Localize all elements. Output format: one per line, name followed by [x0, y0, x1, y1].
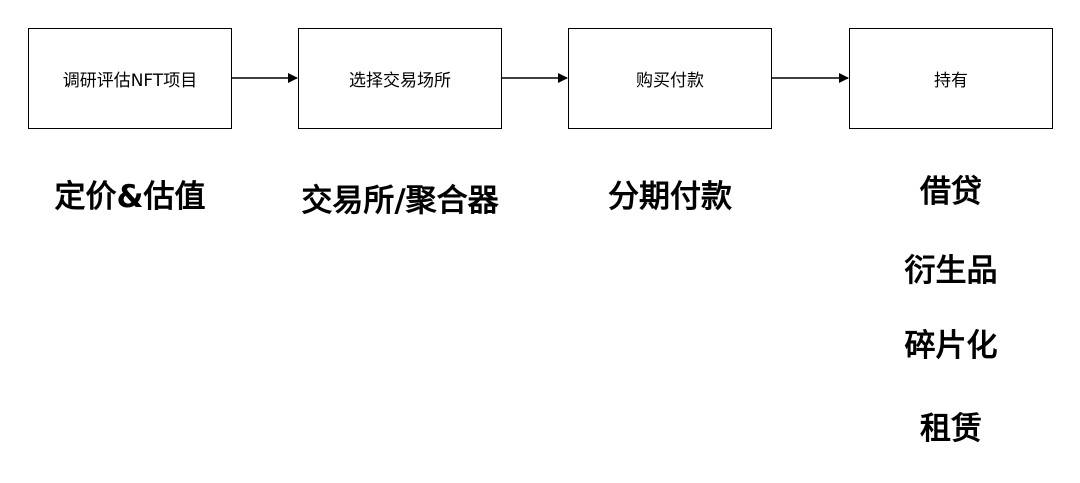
- step-label-choose-venue: 选择交易场所: [349, 71, 451, 91]
- step-box-choose-venue: 选择交易场所: [298, 28, 502, 129]
- step-label-hold: 持有: [934, 71, 968, 91]
- annotation-exchange-aggregator: 交易所/聚合器: [301, 183, 499, 219]
- step-label-research: 调研评估NFT项目: [62, 71, 198, 91]
- step-box-research: 调研评估NFT项目: [28, 28, 232, 129]
- annotation-lending: 借贷: [920, 174, 982, 210]
- annotation-fractionalization: 碎片化: [904, 328, 998, 364]
- step-box-hold: 持有: [849, 28, 1053, 129]
- annotation-derivatives: 衍生品: [904, 253, 998, 289]
- step-box-purchase: 购买付款: [568, 28, 772, 129]
- annotation-rental: 租赁: [920, 411, 982, 447]
- annotation-installment: 分期付款: [608, 179, 732, 215]
- annotation-pricing-valuation: 定价&估值: [54, 179, 206, 215]
- step-label-purchase: 购买付款: [636, 71, 704, 91]
